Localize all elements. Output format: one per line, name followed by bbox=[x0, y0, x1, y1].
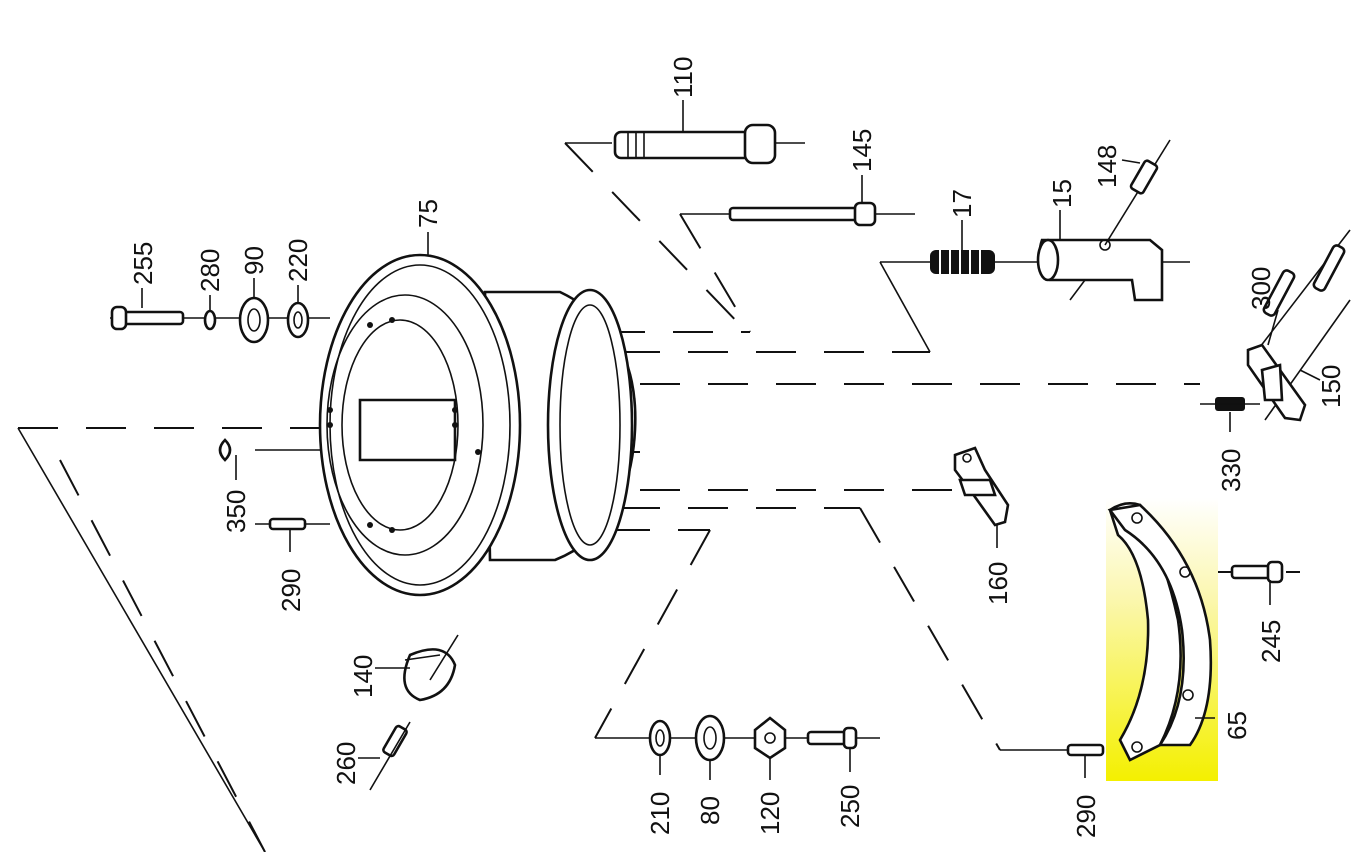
label-leader-lines bbox=[141, 100, 1321, 780]
part-17-spring[interactable] bbox=[930, 250, 995, 274]
part-140-cap[interactable] bbox=[403, 634, 459, 702]
part-150-bracket[interactable] bbox=[1246, 343, 1307, 422]
label-160: 160 bbox=[983, 562, 1013, 605]
label-280: 280 bbox=[195, 249, 225, 292]
part-260-screw[interactable] bbox=[369, 721, 411, 791]
label-17: 17 bbox=[947, 189, 977, 218]
part-350-clip[interactable] bbox=[218, 438, 232, 462]
label-120: 120 bbox=[755, 792, 785, 835]
label-15: 15 bbox=[1047, 179, 1077, 208]
part-15-lever[interactable] bbox=[1036, 238, 1164, 302]
label-75: 75 bbox=[413, 199, 443, 228]
label-110: 110 bbox=[668, 57, 698, 98]
part-290-pin-right[interactable] bbox=[1066, 743, 1105, 757]
part-250-bolt[interactable] bbox=[806, 726, 858, 750]
label-260: 260 bbox=[331, 742, 361, 785]
part-110-pin[interactable] bbox=[613, 123, 805, 165]
label-245: 245 bbox=[1256, 620, 1286, 663]
part-280-clip[interactable] bbox=[203, 309, 217, 331]
part-300-pins[interactable] bbox=[1249, 229, 1351, 421]
part-80-bearing[interactable] bbox=[694, 714, 726, 762]
label-330: 330 bbox=[1216, 449, 1246, 492]
label-255: 255 bbox=[128, 242, 158, 285]
part-120-nut[interactable] bbox=[753, 716, 787, 760]
label-140: 140 bbox=[348, 655, 378, 698]
label-210: 210 bbox=[645, 792, 675, 835]
part-75-drum[interactable] bbox=[318, 253, 637, 597]
part-245-bolt[interactable] bbox=[1230, 560, 1284, 584]
part-330-pin[interactable] bbox=[1200, 397, 1260, 411]
label-290-left: 290 bbox=[276, 569, 306, 612]
part-210-washer[interactable] bbox=[648, 719, 672, 757]
part-labels: 110 145 148 17 15 75 255 280 90 220 300 … bbox=[128, 57, 1346, 838]
label-80: 80 bbox=[695, 796, 725, 825]
label-220: 220 bbox=[283, 239, 313, 282]
label-300: 300 bbox=[1246, 267, 1276, 310]
label-350: 350 bbox=[221, 490, 251, 533]
part-65-shoe[interactable] bbox=[1107, 502, 1213, 762]
label-145: 145 bbox=[847, 129, 877, 172]
part-148-screw[interactable] bbox=[1104, 139, 1171, 246]
label-148: 148 bbox=[1092, 145, 1122, 188]
label-250: 250 bbox=[835, 785, 865, 828]
label-150: 150 bbox=[1316, 365, 1346, 408]
part-90-bearing[interactable] bbox=[238, 296, 270, 344]
label-90: 90 bbox=[239, 246, 269, 275]
part-145-bolt[interactable] bbox=[728, 201, 915, 227]
part-255-bolt[interactable] bbox=[110, 305, 185, 331]
part-220-washer[interactable] bbox=[286, 301, 310, 339]
label-65: 65 bbox=[1222, 711, 1252, 740]
part-160-bracket[interactable] bbox=[953, 446, 1010, 527]
part-290-pin-left[interactable] bbox=[268, 517, 307, 531]
label-290-right: 290 bbox=[1071, 795, 1101, 838]
